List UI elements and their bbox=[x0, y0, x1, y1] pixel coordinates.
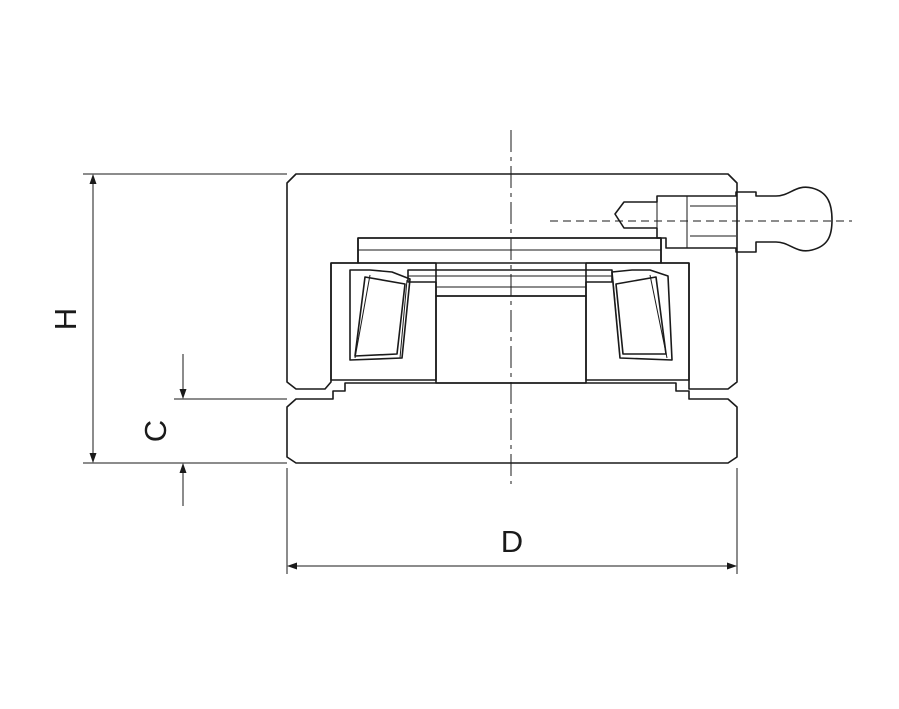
inner-ring bbox=[407, 269, 613, 384]
left-bearing bbox=[330, 262, 437, 381]
dimension-h: H bbox=[48, 173, 287, 464]
dimension-c-label: C bbox=[138, 420, 173, 442]
dimension-c: C bbox=[138, 354, 287, 506]
dimension-d-label: D bbox=[501, 524, 523, 559]
dimension-h-label: H bbox=[48, 308, 83, 330]
upper-housing bbox=[286, 173, 738, 390]
lower-base bbox=[286, 382, 738, 464]
dimension-d: D bbox=[286, 468, 738, 574]
cover-plate bbox=[357, 237, 662, 264]
grease-nipple bbox=[550, 186, 852, 253]
right-bearing bbox=[585, 262, 690, 381]
